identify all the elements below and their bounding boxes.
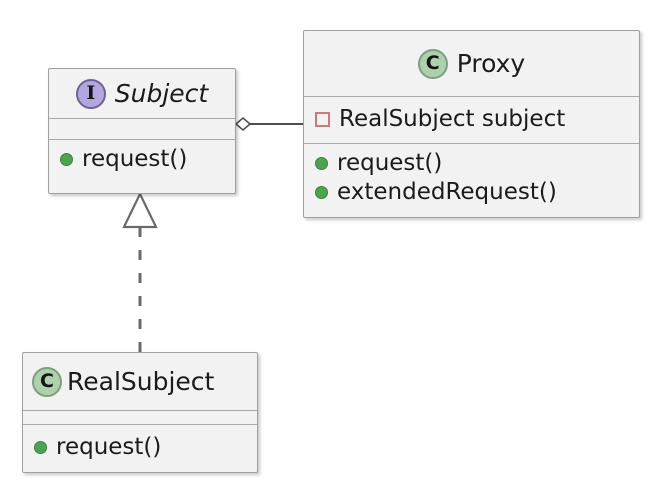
attributes-compartment-subject (49, 119, 235, 139)
method-row[interactable]: request() (315, 149, 639, 178)
class-box-subject[interactable]: I Subject request() (48, 68, 236, 194)
class-title-proxy: C Proxy (304, 31, 639, 96)
methods-compartment-proxy: request() extendedRequest() (304, 144, 639, 218)
method-row[interactable]: extendedRequest() (315, 178, 639, 207)
public-method-icon (315, 186, 328, 199)
attributes-compartment-realsubject (23, 411, 257, 424)
hollow-triangle-icon (122, 191, 158, 229)
compartment-divider (23, 424, 257, 425)
public-method-icon (60, 153, 73, 166)
hollow-diamond-icon (234, 116, 252, 132)
compartment-divider (304, 96, 639, 97)
attributes-compartment-proxy: RealSubject subject (304, 97, 639, 143)
compartment-divider (23, 410, 257, 411)
method-row[interactable]: request() (60, 145, 235, 174)
interface-stereotype-icon: I (75, 78, 106, 109)
class-box-proxy[interactable]: C Proxy RealSubject subject request() ex… (303, 30, 640, 218)
field-label: RealSubject subject (339, 106, 566, 132)
class-name-subject: Subject (114, 79, 209, 108)
field-row[interactable]: RealSubject subject (315, 105, 639, 134)
realization-connector-realsubject-subject (122, 191, 158, 352)
method-label: request() (82, 146, 188, 172)
method-row[interactable]: request() (34, 433, 257, 462)
class-title-realsubject: C RealSubject (23, 353, 257, 410)
class-stereotype-icon: C (32, 366, 62, 397)
method-label: extendedRequest() (337, 179, 557, 205)
method-label: request() (337, 150, 443, 176)
compartment-divider (49, 139, 235, 140)
class-stereotype-icon: C (417, 48, 448, 79)
compartment-divider (304, 143, 639, 144)
class-name-realsubject: RealSubject (67, 367, 215, 396)
aggregation-connector-proxy-subject (234, 116, 303, 132)
class-box-realsubject[interactable]: C RealSubject request() (22, 352, 258, 473)
compartment-divider (49, 118, 235, 119)
class-name-proxy: Proxy (456, 49, 526, 78)
public-method-icon (34, 441, 47, 454)
methods-compartment-subject: request() (49, 140, 235, 193)
class-title-subject: I Subject (49, 69, 235, 118)
method-label: request() (56, 434, 162, 460)
methods-compartment-realsubject: request() (23, 425, 257, 473)
private-field-icon (315, 112, 330, 127)
public-method-icon (315, 157, 328, 170)
